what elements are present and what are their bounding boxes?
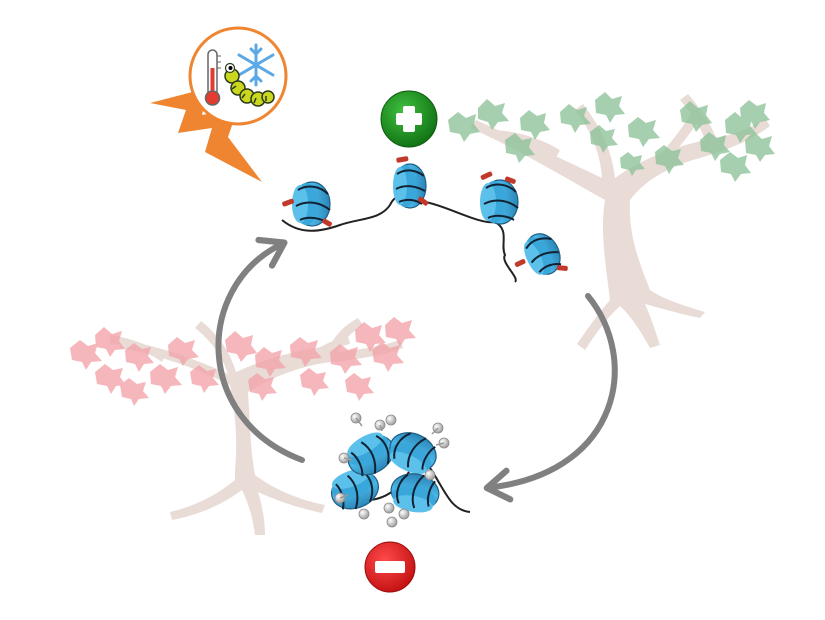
nucleosome xyxy=(480,171,519,225)
minus-icon xyxy=(362,539,418,595)
nucleosome xyxy=(282,181,332,227)
red-tree-leaves xyxy=(70,317,416,406)
nucleosome xyxy=(347,432,395,477)
stress-signal xyxy=(150,26,288,182)
red-tree xyxy=(70,317,416,535)
green-tree-trunk xyxy=(470,94,770,350)
thermometer-icon xyxy=(204,49,221,106)
left-cycle-arrow xyxy=(215,236,305,463)
green-tree-leaves xyxy=(448,92,775,182)
nucleosome xyxy=(390,473,440,513)
caterpillar-icon xyxy=(224,62,275,107)
repressive-marks xyxy=(334,412,450,528)
nucleosome xyxy=(389,432,437,475)
nucleosome xyxy=(514,233,568,275)
snowflake-icon xyxy=(237,43,275,87)
plus-icon xyxy=(378,88,440,150)
nucleosome xyxy=(393,156,429,209)
green-tree xyxy=(448,92,775,350)
active-chromatin xyxy=(281,156,568,283)
right-cycle-arrow xyxy=(483,293,618,503)
repressed-chromatin xyxy=(331,412,471,528)
